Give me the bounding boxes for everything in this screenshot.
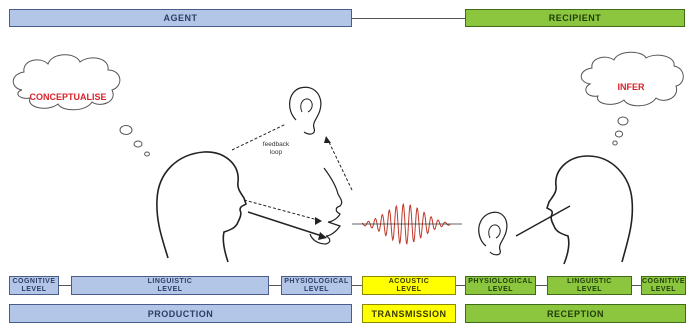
level-linguistic-left: LINGUISTIC LEVEL [71,276,269,295]
header-connector [352,18,465,19]
level-linguistic-right: LINGUISTIC LEVEL [547,276,632,295]
level-cognitive-right: COGNITIVE LEVEL [641,276,686,295]
sound-wave-icon [361,202,451,245]
feedback-ear-icon [289,86,322,135]
recipient-ear-icon [478,211,508,256]
level-acoustic: ACOUSTIC LEVEL [362,276,456,295]
reception-bar: RECEPTION [465,304,686,323]
infer-label: INFER [618,82,646,92]
level-cognitive-left: COGNITIVE LEVEL [9,276,59,295]
level-physiological-left: PHYSIOLOGICAL LEVEL [281,276,352,295]
agent-header: AGENT [9,9,352,27]
recipient-head-icon [546,155,634,265]
feedback-arrow-lower [243,199,319,221]
reception-line [515,205,571,237]
production-bar: PRODUCTION [9,304,352,323]
recipient-header: RECIPIENT [465,9,685,27]
thought-cloud-agent-icon [12,54,150,157]
feedback-arrow-right [327,139,353,191]
production-arrow [247,211,323,237]
thought-cloud-recipient-icon [580,51,684,146]
conceptualise-label: CONCEPTUALISE [29,92,106,102]
mouth-profile-icon [309,167,343,245]
transmission-bar: TRANSMISSION [362,304,456,323]
level-physiological-right: PHYSIOLOGICAL LEVEL [465,276,536,295]
agent-head-icon [156,151,247,263]
